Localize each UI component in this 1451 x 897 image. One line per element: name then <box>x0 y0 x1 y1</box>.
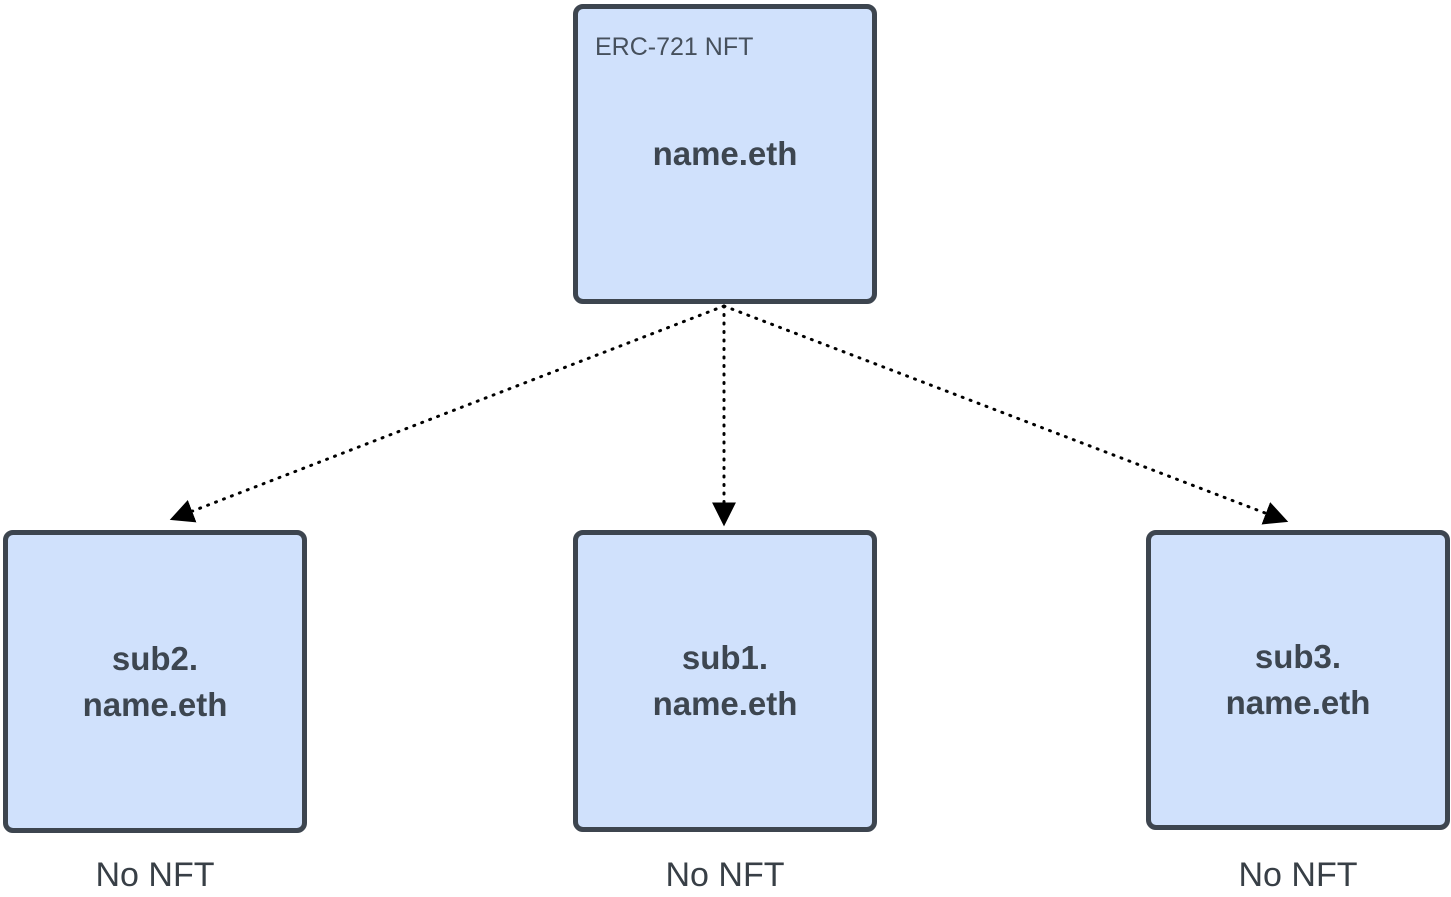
caption-sub1-no-nft: No NFT <box>665 856 785 894</box>
child-node-sub3: sub3. name.eth <box>1146 530 1450 830</box>
arrow-root-to-sub3 <box>722 304 1289 525</box>
child-node-sub2-label: sub2. name.eth <box>8 636 302 728</box>
caption-sub3-no-nft: No NFT <box>1238 856 1358 894</box>
root-node-badge: ERC-721 NFT <box>595 33 754 61</box>
child-node-sub1-label-line2: name.eth <box>652 685 798 722</box>
child-node-sub2-label-line2: name.eth <box>82 685 228 723</box>
child-node-sub1: sub1. name.eth <box>573 530 877 832</box>
child-node-sub2-label-line1: sub2. <box>111 639 199 677</box>
child-node-sub1-label-line1: sub1. <box>681 639 769 676</box>
root-node: ERC-721 NFT name.eth <box>573 4 877 304</box>
child-node-sub1-label: sub1. name.eth <box>578 635 872 727</box>
child-node-sub3-label-line2: name.eth <box>1225 684 1371 721</box>
child-node-sub3-label-line1: sub3. <box>1254 638 1342 675</box>
child-node-sub2: sub2. name.eth <box>3 530 307 833</box>
root-node-label: name.eth <box>652 135 798 172</box>
caption-sub2-no-nft: No NFT <box>95 856 215 894</box>
child-node-sub3-label: sub3. name.eth <box>1151 634 1445 726</box>
arrow-root-to-sub2 <box>169 304 726 523</box>
